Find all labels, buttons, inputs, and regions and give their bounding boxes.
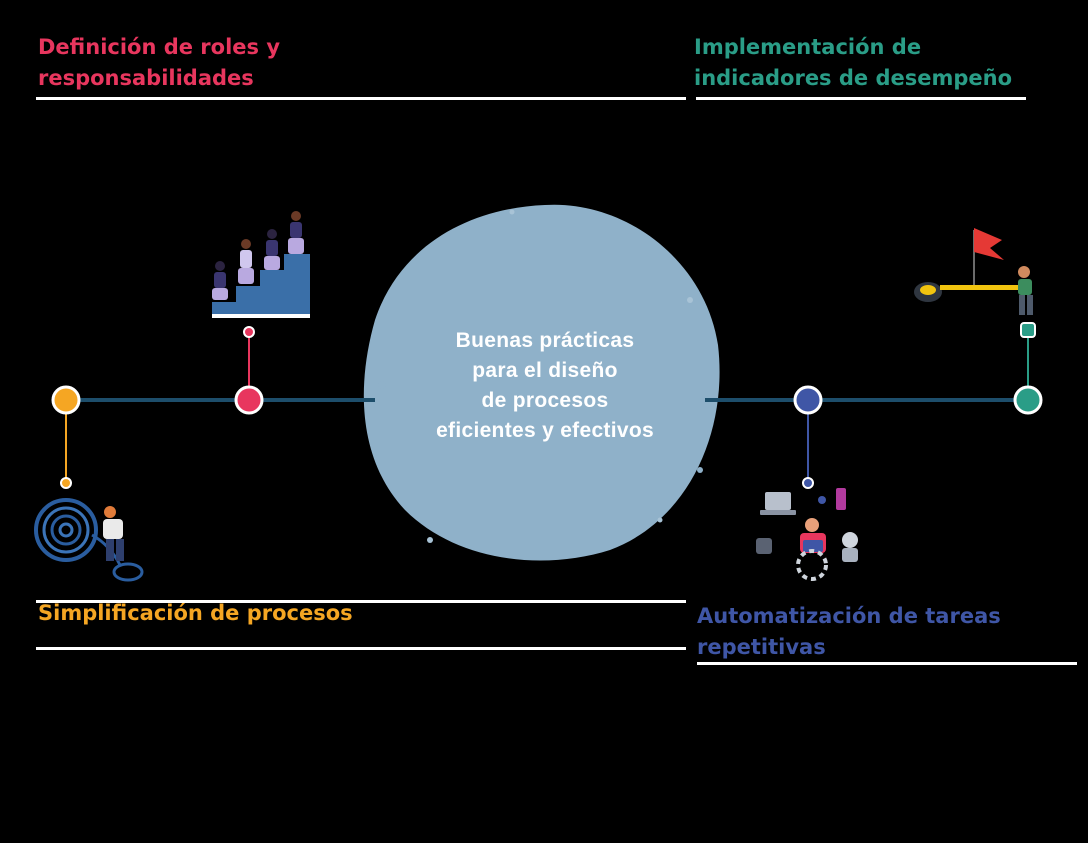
automation-robot-laptop-icon <box>756 488 858 581</box>
connector-simplificacion <box>51 385 81 489</box>
heading-automatizacion: Automatización de tareas repetitivas <box>697 604 1001 659</box>
measuring-tape-flag-icon <box>914 228 1033 315</box>
heading-indicadores: Implementación de indicadores de desempe… <box>694 35 1013 90</box>
center-title-line: eficientes y efectivos <box>436 419 654 442</box>
center-circle <box>363 204 720 561</box>
center-title: Buenas prácticas para el diseño de proce… <box>398 326 692 446</box>
connector-automatizacion <box>793 385 823 489</box>
center-title-line: para el diseño <box>472 359 618 382</box>
heading-roles: Definición de roles y responsabilidades <box>38 35 281 90</box>
connector-roles <box>234 326 264 415</box>
people-climbing-stairs-icon <box>212 211 310 318</box>
center-title-line: de procesos <box>481 389 609 412</box>
separator-line <box>36 97 686 100</box>
center-title-line: Buenas prácticas <box>455 329 635 352</box>
heading-simplificacion: Simplificación de procesos <box>38 601 353 625</box>
separator-line <box>696 97 1026 100</box>
separator-line <box>36 600 686 603</box>
tangled-rope-worker-icon <box>34 498 144 582</box>
connector-indicadores <box>1013 322 1043 415</box>
separator-line <box>36 647 686 650</box>
separator-line <box>697 662 1077 665</box>
